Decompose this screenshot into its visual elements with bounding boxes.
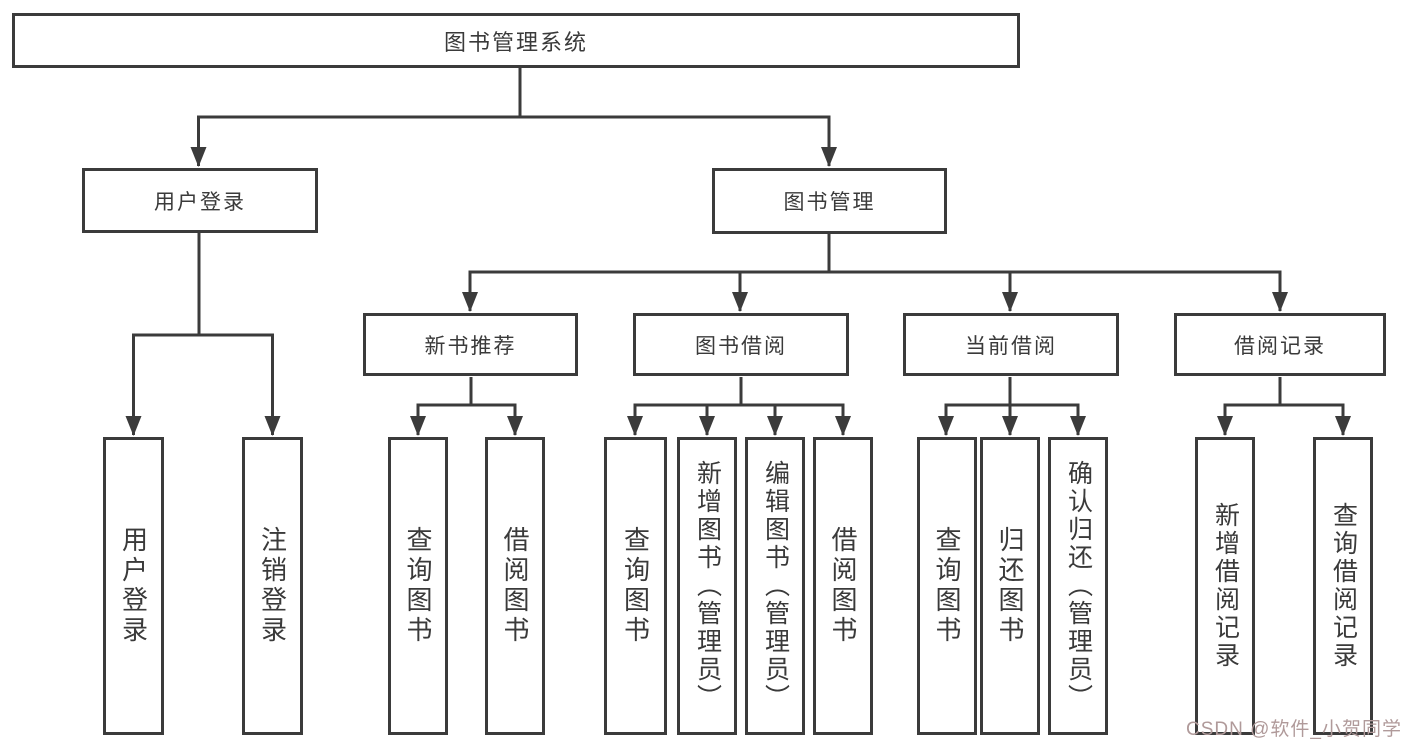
- leaf-logout: 注销登录: [242, 437, 303, 735]
- node-new-book-recommend: 新书推荐: [363, 313, 578, 376]
- leaf-borrow-book: 借阅图书: [813, 437, 873, 735]
- node-book-borrow: 图书借阅: [633, 313, 849, 376]
- leaf-current-query-book: 查询图书: [917, 437, 977, 735]
- leaf-query-borrow-record: 查询借阅记录: [1313, 437, 1373, 735]
- node-current-borrow: 当前借阅: [903, 313, 1119, 376]
- csdn-watermark: CSDN @软件_小贺同学: [1186, 719, 1402, 740]
- leaf-edit-book-admin: 编辑图书（管理员）: [745, 437, 805, 735]
- node-borrow-record: 借阅记录: [1174, 313, 1386, 376]
- node-user-login: 用户登录: [82, 168, 318, 233]
- node-root-system: 图书管理系统: [12, 13, 1020, 68]
- leaf-recommend-query-book: 查询图书: [388, 437, 448, 735]
- leaf-recommend-borrow-book: 借阅图书: [485, 437, 545, 735]
- leaf-add-book-admin: 新增图书（管理员）: [677, 437, 737, 735]
- leaf-confirm-return-admin: 确认归还（管理员）: [1048, 437, 1108, 735]
- leaf-user-login: 用户登录: [103, 437, 164, 735]
- leaf-return-book: 归还图书: [980, 437, 1040, 735]
- leaf-add-borrow-record: 新增借阅记录: [1195, 437, 1255, 735]
- leaf-borrow-query-book: 查询图书: [604, 437, 667, 735]
- node-book-management: 图书管理: [712, 168, 947, 234]
